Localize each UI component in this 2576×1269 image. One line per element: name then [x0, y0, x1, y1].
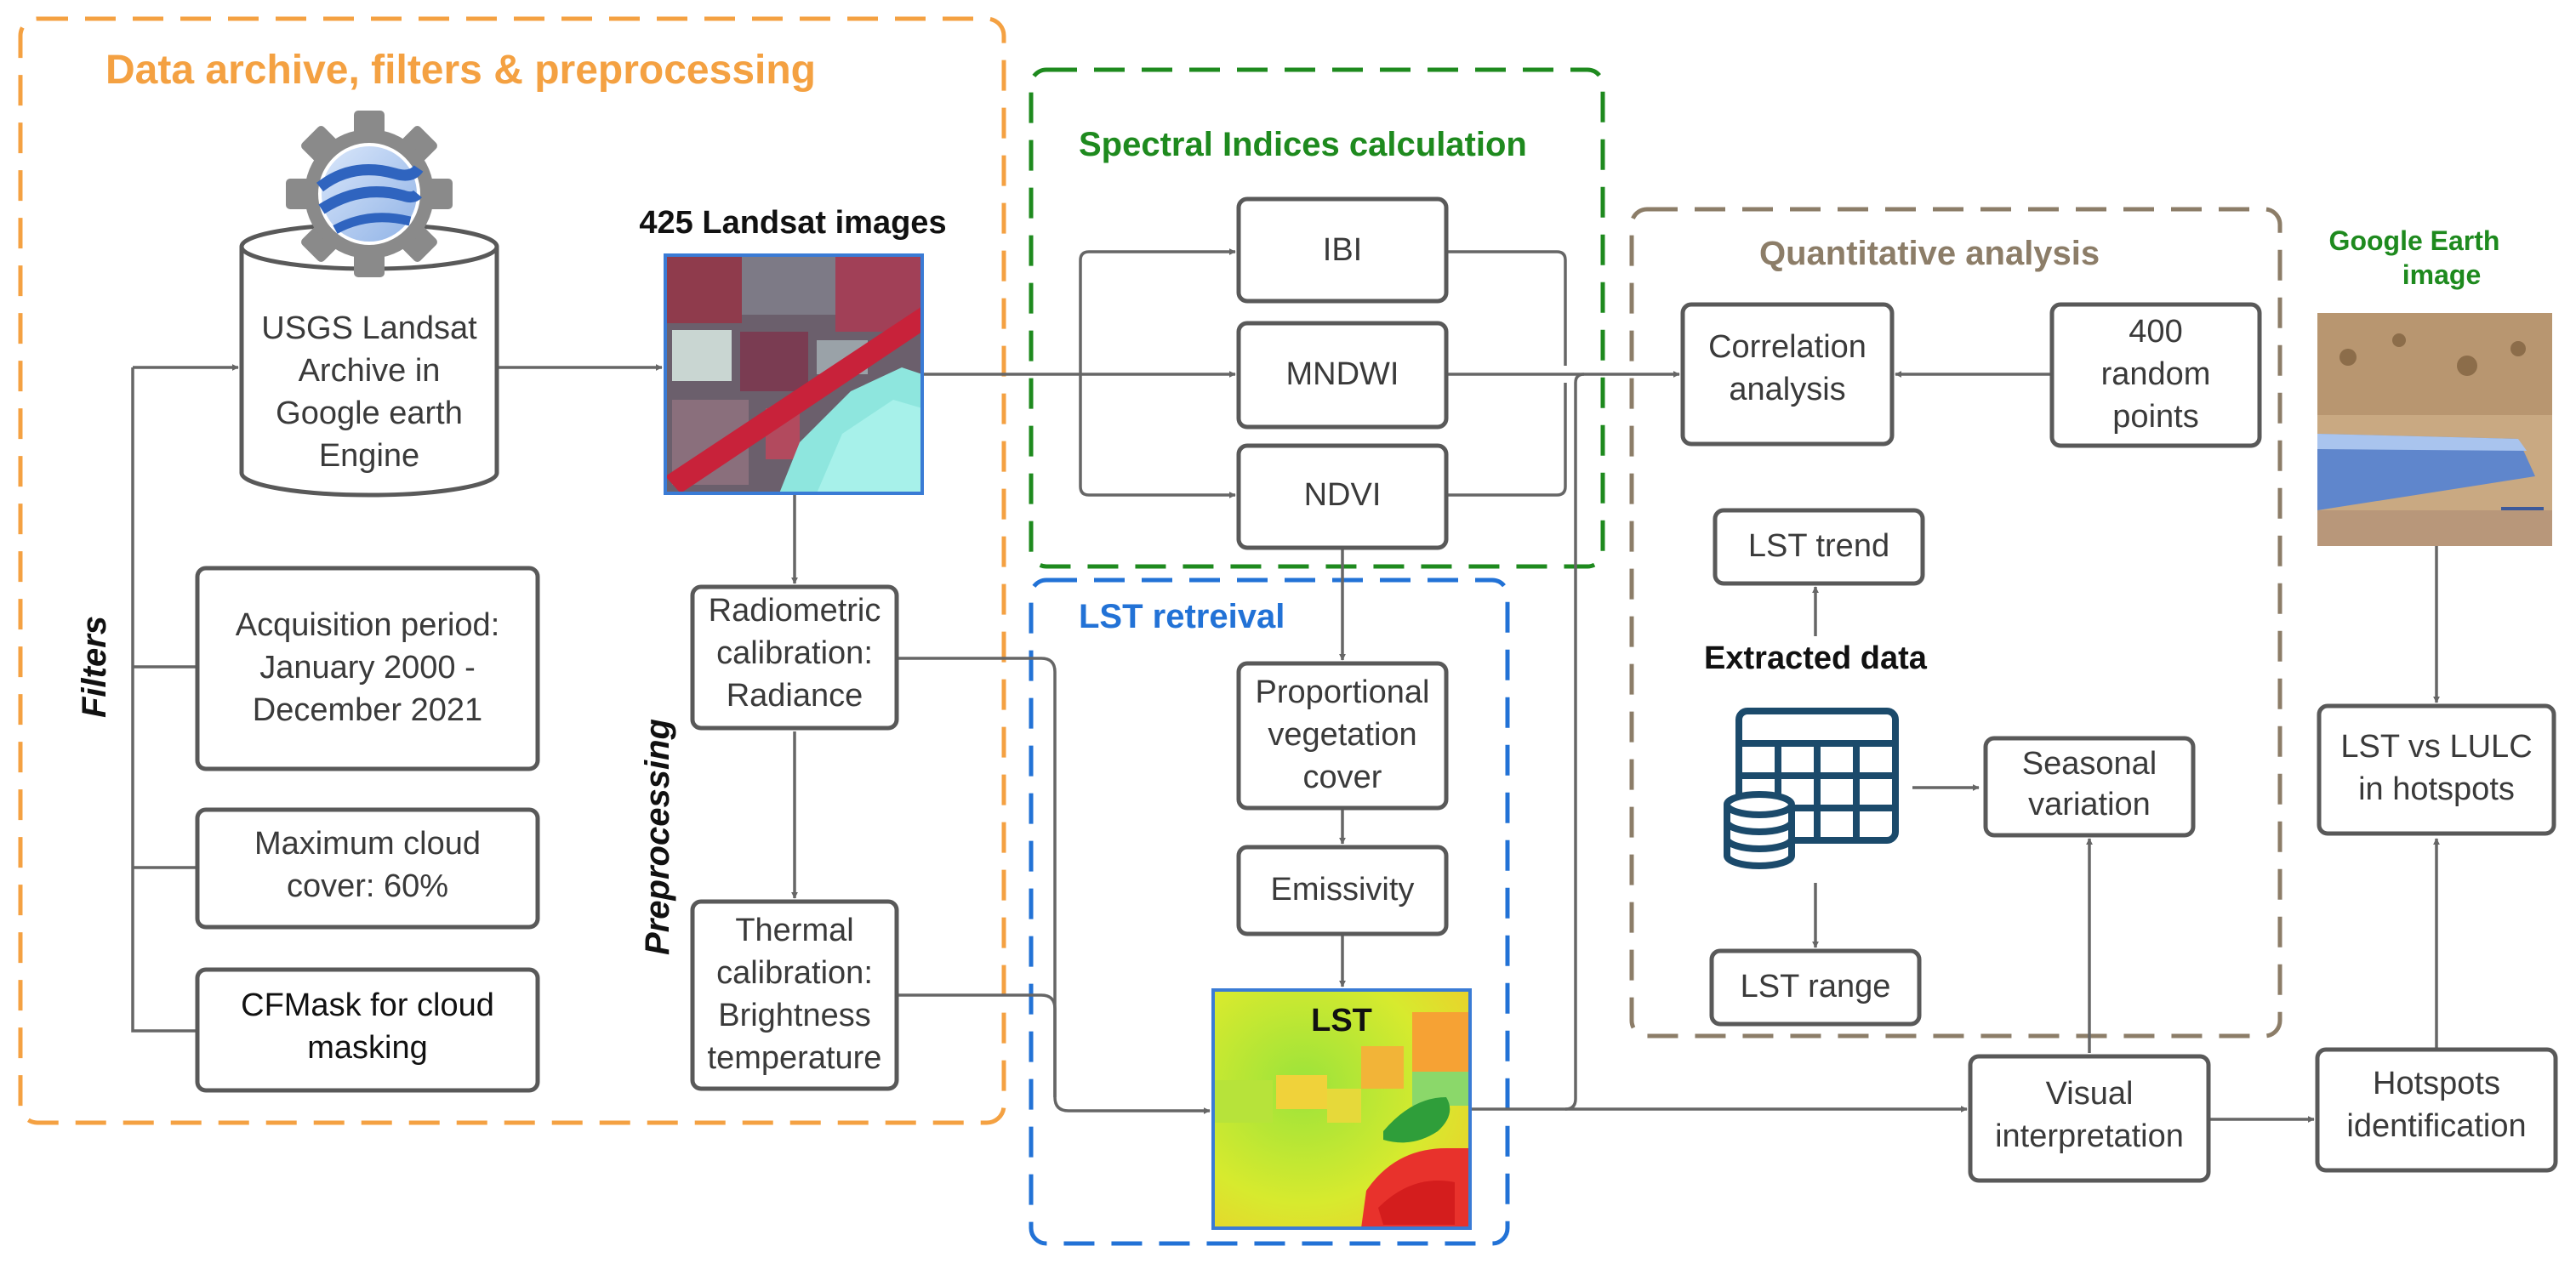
- random-points-line-1: 400: [2129, 314, 2182, 350]
- hotspots-identification: Hotspots identification: [2315, 1047, 2558, 1173]
- pvc-line-3: cover: [1303, 760, 1382, 795]
- edge-ibi-to-correlation: [1446, 250, 1567, 366]
- proportional-vegetation-cover: Proportional vegetation cover: [1236, 661, 1449, 811]
- correlation-line-1: Correlation: [1708, 329, 1866, 365]
- edge-ndvi-to-correlation: [1446, 383, 1567, 497]
- seasonal-line-1: Seasonal: [2022, 746, 2157, 782]
- seasonal-variation: Seasonal variation: [1983, 736, 2196, 838]
- emissivity-label: Emissivity: [1271, 872, 1415, 908]
- group-quantitative-analysis-title: Quantitative analysis: [1759, 235, 2100, 272]
- google-earth-engine-icon: [286, 111, 453, 277]
- pvc-line-1: Proportional: [1256, 674, 1430, 710]
- edges: [131, 248, 2440, 1123]
- cloud-line-2: cover: 60%: [287, 868, 448, 904]
- random-points: 400 random points: [2049, 302, 2262, 448]
- mndwi-label: MNDWI: [1286, 356, 1399, 392]
- visual-line-1: Visual: [2046, 1076, 2134, 1112]
- cfmask-line-1: CFMask for cloud: [241, 987, 494, 1023]
- edge-lst-to-correlation: [1564, 373, 1585, 1111]
- filters-side-label: Filters: [76, 616, 113, 718]
- lulc-line-2: in hotspots: [2358, 771, 2515, 807]
- edge-radiometric-to-lst: [897, 657, 1211, 1114]
- index-ibi: IBI: [1236, 196, 1449, 304]
- acquisition-line-1: Acquisition period:: [236, 607, 500, 643]
- lst-range: LST range: [1709, 948, 1922, 1027]
- radiometric-line-1: Radiometric: [709, 593, 881, 629]
- acquisition-line-2: January 2000 -: [259, 650, 476, 686]
- thermal-line-2: calibration:: [716, 955, 873, 991]
- edge-fork-ibi: [1079, 248, 1236, 374]
- filter-cfmask: CFMask for cloud masking: [195, 967, 540, 1093]
- archive-line-3: Google earth: [276, 395, 463, 431]
- cfmask-line-2: masking: [307, 1030, 428, 1066]
- radiometric-line-2: calibration:: [716, 635, 873, 671]
- archive-line-2: Archive in: [299, 353, 441, 389]
- correlation-line-2: analysis: [1729, 372, 1845, 407]
- ndvi-label: NDVI: [1304, 477, 1382, 513]
- extracted-data-label: Extracted data: [1704, 640, 1928, 676]
- emissivity: Emissivity: [1236, 845, 1449, 936]
- group-lst-retrieval-title: LST retreival: [1079, 598, 1285, 635]
- hotspots-line-1: Hotspots: [2373, 1066, 2500, 1101]
- radiometric-line-3: Radiance: [727, 678, 863, 714]
- thermal-line-1: Thermal: [735, 913, 853, 948]
- google-earth-photo-thumbnail: [2317, 313, 2552, 546]
- thermal-line-4: temperature: [708, 1040, 882, 1076]
- visual-interpretation: Visual interpretation: [1968, 1054, 2211, 1183]
- lst-vs-lulc: LST vs LULC in hotspots: [2317, 703, 2556, 836]
- random-points-line-3: points: [2112, 399, 2198, 435]
- google-earth-label-line-2: image: [2402, 259, 2481, 290]
- archive-line-4: Engine: [319, 438, 419, 474]
- group-spectral-indices-title: Spectral Indices calculation: [1079, 126, 1527, 163]
- radiometric-calibration: Radiometric calibration: Radiance: [690, 584, 899, 731]
- filter-acquisition-period: Acquisition period: January 2000 - Decem…: [195, 566, 540, 771]
- pvc-line-2: vegetation: [1268, 717, 1416, 753]
- lst-range-label: LST range: [1741, 969, 1891, 1004]
- filter-max-cloud-cover: Maximum cloud cover: 60%: [195, 807, 540, 930]
- seasonal-line-2: variation: [2028, 787, 2151, 822]
- visual-line-2: interpretation: [1995, 1118, 2184, 1154]
- cloud-line-1: Maximum cloud: [254, 826, 481, 862]
- lst-trend-label: LST trend: [1748, 528, 1889, 564]
- data-table-icon: [1724, 708, 1899, 869]
- correlation-analysis: Correlation analysis: [1680, 302, 1895, 447]
- ibi-label: IBI: [1323, 232, 1362, 268]
- lst-heatmap-thumbnail: LST: [1211, 988, 1472, 1230]
- thermal-line-3: Brightness: [718, 998, 871, 1033]
- group-lst-retrieval: [1029, 578, 1510, 1246]
- index-mndwi: MNDWI: [1236, 321, 1449, 430]
- google-earth-label-line-1: Google Earth: [2329, 225, 2500, 256]
- lst-trend: LST trend: [1713, 508, 1925, 586]
- satellite-image-thumbnail: [664, 253, 924, 495]
- group-quantitative-analysis: [1629, 207, 2282, 1039]
- group-data-archive-title: Data archive, filters & preprocessing: [105, 48, 816, 93]
- lst-map-label: LST: [1311, 1003, 1372, 1039]
- edge-fork-ndvi: [1079, 374, 1236, 498]
- group-data-archive: [18, 16, 1006, 1125]
- random-points-line-2: random: [2101, 356, 2211, 392]
- acquisition-line-3: December 2021: [253, 692, 482, 728]
- index-ndvi: NDVI: [1236, 443, 1449, 550]
- lulc-line-1: LST vs LULC: [2340, 729, 2532, 765]
- thermal-calibration: Thermal calibration: Brightness temperat…: [690, 899, 899, 1091]
- preprocessing-side-label: Preprocessing: [639, 719, 676, 955]
- edge-thermal-to-lst: [897, 993, 1057, 1097]
- landsat-title: 425 Landsat images: [639, 205, 946, 241]
- archive-line-1: USGS Landsat: [261, 310, 477, 346]
- hotspots-line-2: identification: [2346, 1108, 2526, 1144]
- edge-filters-bus: [131, 367, 196, 1033]
